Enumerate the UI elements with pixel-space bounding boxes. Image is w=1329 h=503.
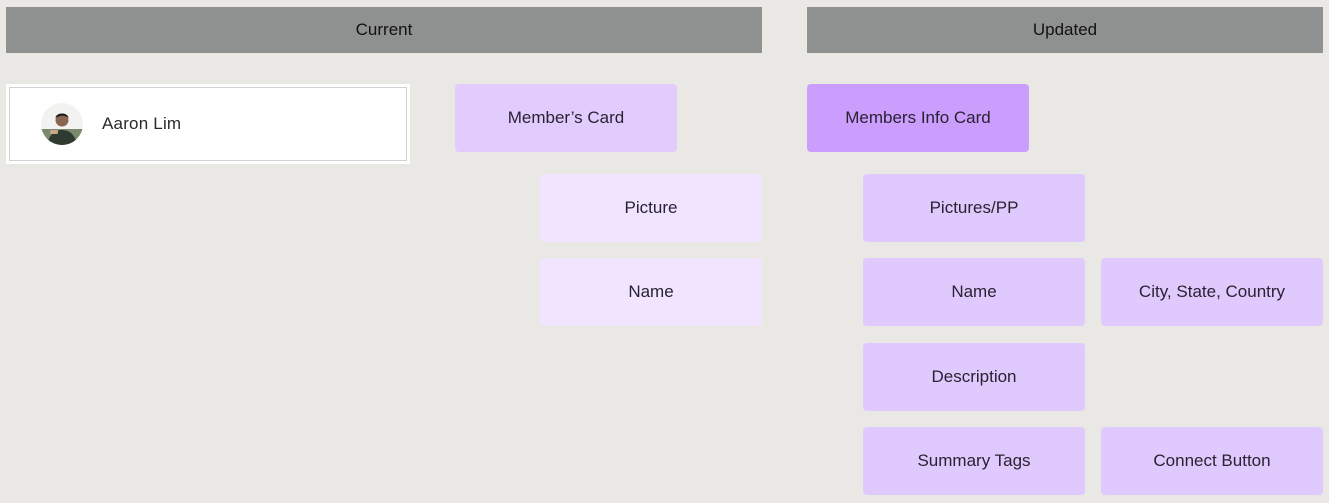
updated-description-box: Description — [863, 343, 1085, 411]
updated-summary-tags-label: Summary Tags — [917, 451, 1031, 470]
avatar-photo-icon — [41, 103, 83, 145]
current-members-card-label: Member’s Card — [507, 108, 625, 127]
current-section-header: Current — [6, 7, 762, 53]
current-members-card-box: Member’s Card — [455, 84, 677, 152]
current-name-box: Name — [540, 258, 762, 326]
current-header-label: Current — [355, 20, 413, 39]
updated-pictures-box: Pictures/PP — [863, 174, 1085, 242]
member-card-preview: Aaron Lim — [6, 84, 410, 164]
updated-location-box: City, State, Country — [1101, 258, 1323, 326]
current-name-label: Name — [628, 282, 674, 301]
updated-section-header: Updated — [807, 7, 1323, 53]
updated-members-info-card-label: Members Info Card — [845, 108, 991, 127]
updated-members-info-card-box: Members Info Card — [807, 84, 1029, 152]
current-picture-box: Picture — [540, 174, 762, 242]
updated-connect-button-box: Connect Button — [1101, 427, 1323, 495]
updated-name-label: Name — [951, 282, 997, 301]
updated-location-label: City, State, Country — [1138, 282, 1286, 301]
updated-connect-button-label: Connect Button — [1153, 451, 1271, 470]
updated-summary-tags-box: Summary Tags — [863, 427, 1085, 495]
updated-header-label: Updated — [1032, 20, 1098, 39]
member-card-frame: Aaron Lim — [9, 87, 407, 161]
updated-name-box: Name — [863, 258, 1085, 326]
member-name: Aaron Lim — [102, 114, 182, 133]
current-picture-label: Picture — [624, 198, 678, 217]
avatar — [41, 103, 83, 145]
updated-pictures-label: Pictures/PP — [929, 198, 1019, 217]
updated-description-label: Description — [931, 367, 1017, 386]
